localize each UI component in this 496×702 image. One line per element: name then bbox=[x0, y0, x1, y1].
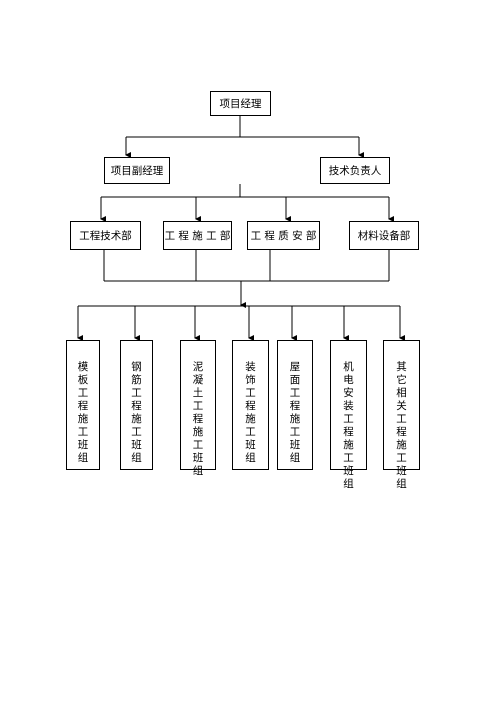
team-decoration-box: 装饰工程施工班组 bbox=[232, 340, 269, 470]
team-electromechanical-label: 机电安装工程施工班组 bbox=[343, 361, 354, 490]
team-other-label: 其它相关工程施工班组 bbox=[396, 361, 407, 490]
team-roofing-box: 屋面工程施工班组 bbox=[277, 340, 313, 470]
technical-lead-box: 技术负责人 bbox=[320, 157, 390, 184]
project-manager-box: 项目经理 bbox=[210, 91, 271, 116]
dept-engineering-tech-box: 工程技术部 bbox=[70, 221, 141, 250]
team-rebar-label: 钢筋工程施工班组 bbox=[131, 361, 142, 464]
team-concrete-box: 泥凝土工程施工班组 bbox=[180, 340, 216, 477]
dept-materials-box: 材料设备部 bbox=[349, 221, 419, 250]
project-manager-label: 项目经理 bbox=[219, 98, 262, 110]
deputy-manager-label: 项目副经理 bbox=[110, 165, 164, 177]
team-concrete-label: 泥凝土工程施工班组 bbox=[192, 361, 204, 477]
dept-construction-box: 工 程 施 工 部 bbox=[163, 221, 232, 250]
team-electromechanical-box: 机电安装工程施工班组 bbox=[330, 340, 367, 490]
team-other-box: 其它相关工程施工班组 bbox=[383, 340, 420, 490]
dept-engineering-tech-label: 工程技术部 bbox=[79, 230, 132, 242]
dept-quality-safety-label: 工 程 质 安 部 bbox=[250, 230, 317, 242]
technical-lead-label: 技术负责人 bbox=[328, 165, 382, 177]
dept-quality-safety-box: 工 程 质 安 部 bbox=[247, 221, 320, 250]
dept-construction-label: 工 程 施 工 部 bbox=[164, 230, 231, 242]
team-rebar-box: 钢筋工程施工班组 bbox=[120, 340, 153, 470]
team-formwork-box: 模板工程施工班组 bbox=[66, 340, 100, 470]
dept-materials-label: 材料设备部 bbox=[357, 230, 411, 242]
team-formwork-label: 模板工程施工班组 bbox=[77, 361, 89, 464]
deputy-manager-box: 项目副经理 bbox=[104, 157, 170, 184]
team-roofing-label: 屋面工程施工班组 bbox=[289, 361, 301, 464]
team-decoration-label: 装饰工程施工班组 bbox=[245, 361, 256, 464]
